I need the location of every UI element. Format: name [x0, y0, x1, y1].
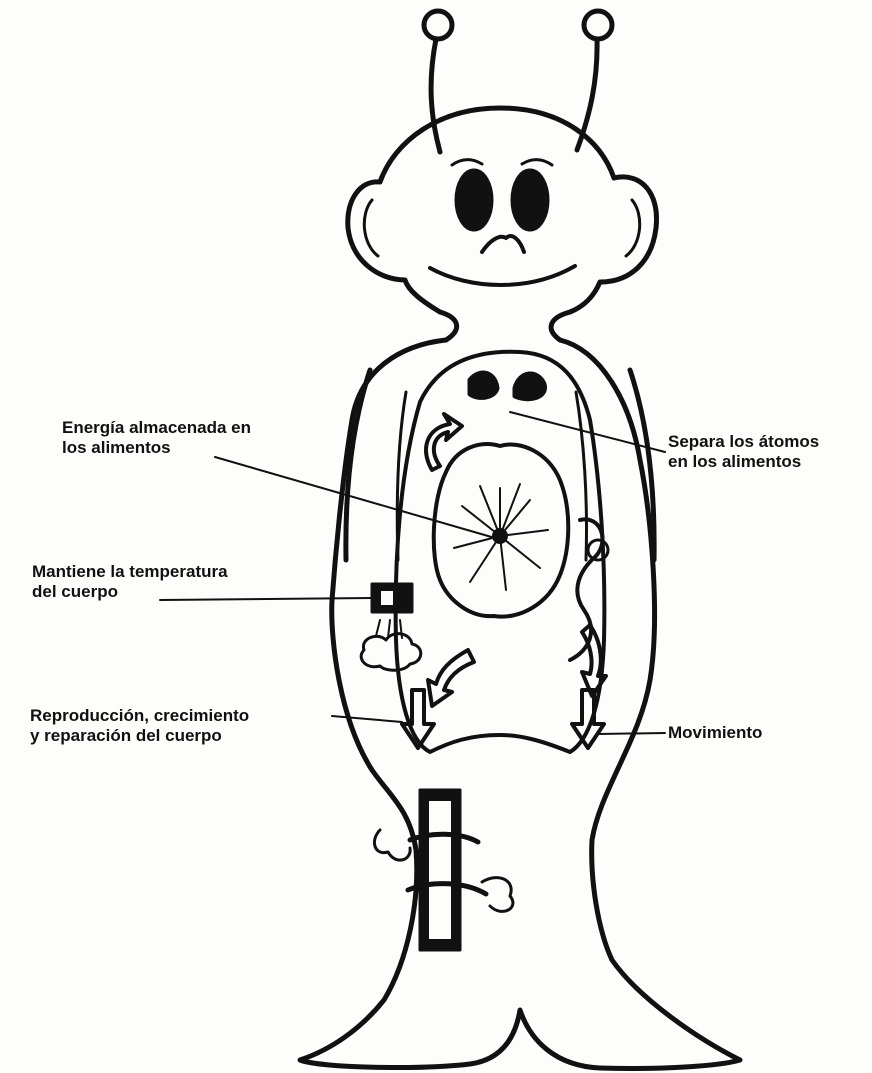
antenna-right-ball	[584, 11, 612, 39]
label-body-temperature: Mantiene la temperatura del cuerpo	[32, 562, 228, 602]
right-arm-line	[576, 392, 587, 560]
right-ear-inner	[626, 200, 640, 256]
energy-starburst	[454, 484, 548, 590]
label-reproduction-growth: Reproducción, crecimiento y reparación d…	[30, 706, 249, 746]
label-movement-text: Movimiento	[668, 723, 762, 743]
left-brow	[452, 160, 482, 165]
pointer-movement	[598, 733, 665, 734]
pointer-energy	[215, 457, 495, 538]
bandaged-leg	[374, 790, 512, 950]
label-separates-atoms-line2: en los alimentos	[668, 452, 819, 472]
label-movement: Movimiento	[668, 723, 762, 743]
antenna-left-ball	[424, 11, 452, 39]
label-stored-energy-line2: los alimentos	[62, 438, 251, 458]
label-stored-energy-line1: Energía almacenada en	[62, 418, 251, 438]
nose	[482, 236, 524, 252]
right-lung	[515, 374, 545, 399]
arrow-up-left	[426, 414, 462, 470]
right-eye	[513, 171, 547, 229]
label-reproduction-growth-line1: Reproducción, crecimiento	[30, 706, 249, 726]
left-eye	[457, 171, 491, 229]
mouth	[430, 266, 575, 285]
left-ear-inner	[364, 200, 378, 256]
left-lung	[470, 373, 497, 397]
arrow-stomach-down	[428, 650, 474, 706]
neck-right	[551, 312, 570, 340]
head-outline	[348, 108, 657, 312]
antenna-left-stalk	[431, 39, 440, 152]
pointer-reproduction	[332, 716, 402, 722]
right-brow	[522, 160, 552, 165]
neck-left	[440, 312, 457, 340]
torso-cavity	[396, 352, 605, 752]
label-separates-atoms: Separa los átomos en los alimentos	[668, 432, 819, 472]
label-stored-energy: Energía almacenada en los alimentos	[62, 418, 251, 458]
heater-icon	[361, 584, 421, 670]
label-separates-atoms-line1: Separa los átomos	[668, 432, 819, 452]
face	[430, 160, 575, 285]
label-reproduction-growth-line2: y reparación del cuerpo	[30, 726, 249, 746]
label-body-temperature-line1: Mantiene la temperatura	[32, 562, 228, 582]
label-body-temperature-line2: del cuerpo	[32, 582, 228, 602]
antennae	[424, 11, 612, 152]
